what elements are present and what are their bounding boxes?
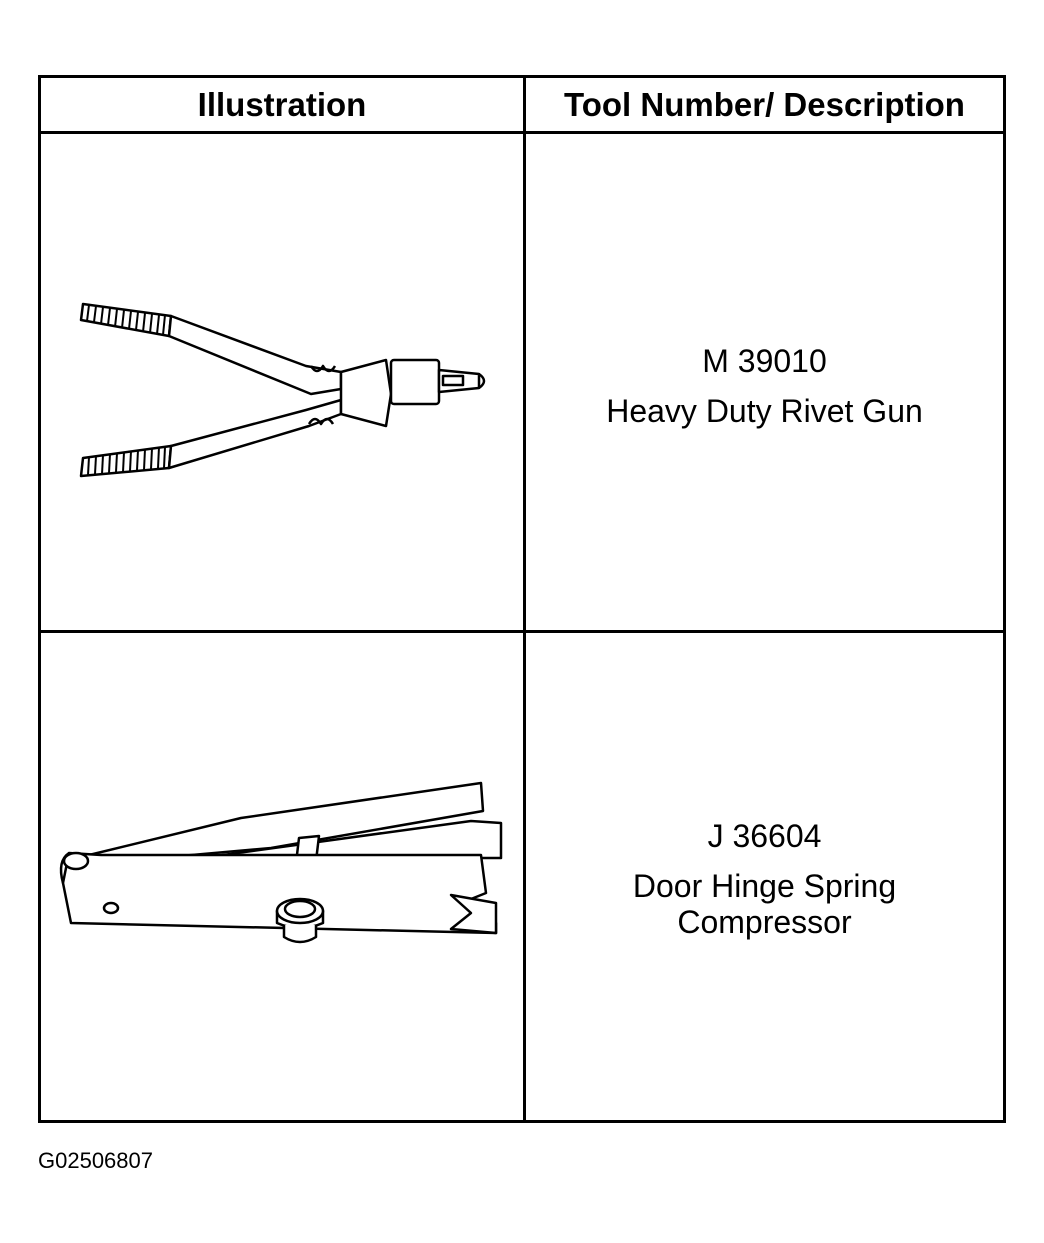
header-tool-number-description: Tool Number/ Description — [564, 85, 965, 123]
header-illustration: Illustration — [197, 85, 367, 123]
tool-description: Heavy Duty Rivet Gun — [606, 393, 923, 429]
table-row-2-illustration — [41, 633, 523, 1120]
tool-table: Illustration Tool Number/ Description — [38, 75, 1006, 1123]
column-divider — [523, 78, 526, 1120]
table-row-1-illustration — [41, 134, 523, 630]
tool-description-line-1: Door Hinge Spring — [632, 868, 897, 904]
figure-code: G02506807 — [38, 1148, 153, 1173]
tool-description-line-2: Compressor — [677, 904, 852, 940]
door-hinge-spring-compressor-icon — [59, 781, 503, 944]
table-row-1-description: M 39010 Heavy Duty Rivet Gun — [526, 343, 1003, 429]
table-row-2-description: J 36604 Door Hinge Spring Compressor — [526, 818, 1003, 940]
header-row: Illustration Tool Number/ Description — [41, 78, 1003, 134]
rivet-gun-icon — [79, 302, 486, 478]
tool-number: J 36604 — [707, 818, 822, 854]
row-divider — [41, 630, 1003, 633]
tool-number: M 39010 — [702, 343, 827, 379]
